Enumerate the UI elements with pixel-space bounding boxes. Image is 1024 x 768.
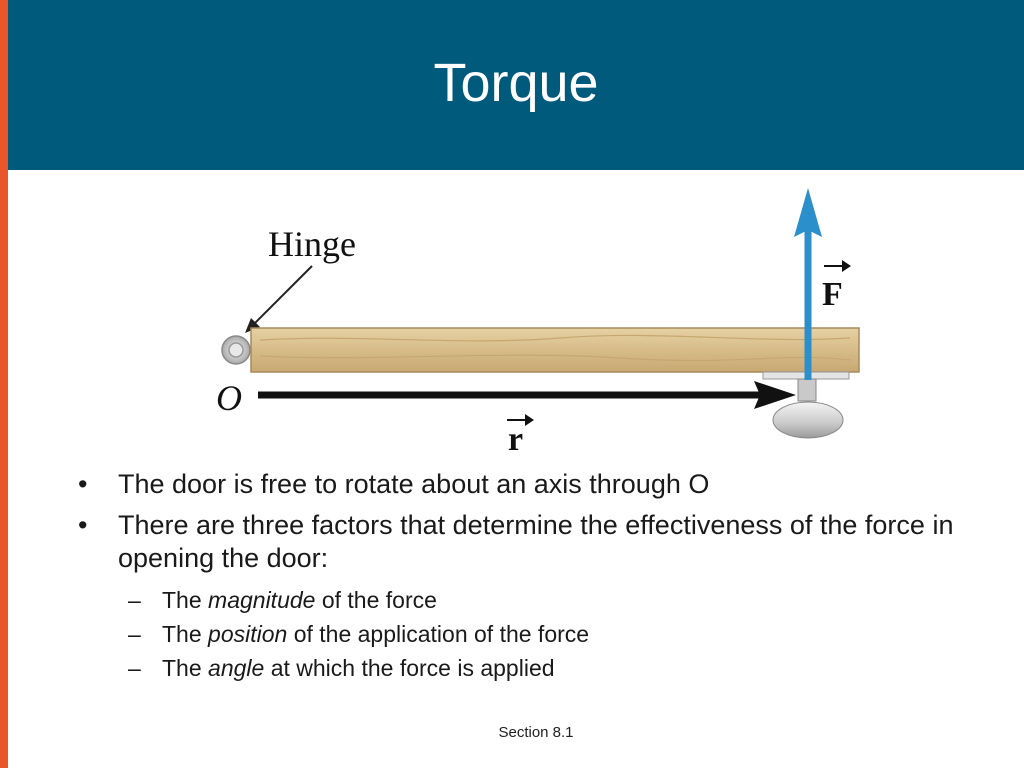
force-label: F: [822, 276, 843, 313]
left-accent-bar: [0, 0, 8, 768]
sub-bullet-text: of the force: [315, 587, 437, 613]
sub-bullet-text: The: [162, 621, 209, 647]
bullet-item: The door is free to rotate about an axis…: [78, 468, 998, 501]
slide-footer: Section 8.1: [498, 724, 574, 741]
sub-bullet-emphasis: angle: [208, 655, 265, 681]
door-grain: [259, 334, 851, 342]
origin-label: O: [216, 378, 242, 418]
bullet-list: The door is free to rotate about an axis…: [78, 468, 998, 685]
hinge-pin-icon: [228, 342, 244, 358]
hinge-pointer-arrowhead: [245, 318, 260, 333]
sub-bullet-item: The position of the application of the f…: [78, 617, 998, 651]
force-vector-arrow-tip: [842, 260, 851, 272]
hinge-pointer-line: [251, 265, 313, 327]
sub-bullet-text: The: [162, 587, 209, 613]
sub-bullet-emphasis: magnitude: [208, 587, 316, 613]
sub-bullet-text: at which the force is applied: [264, 655, 555, 681]
door-grain: [259, 354, 851, 362]
sub-bullet-emphasis: position: [208, 621, 288, 647]
door-knob-icon: [772, 401, 844, 439]
hinge-label: Hinge: [268, 224, 356, 264]
sub-bullet-item: The magnitude of the force: [78, 583, 998, 617]
sub-bullet-item: The angle at which the force is applied: [78, 651, 998, 685]
handle-stem: [797, 378, 817, 402]
door-board: [250, 327, 860, 373]
door-torque-diagram: Hinge O r F: [216, 188, 860, 455]
slide-title: Torque: [433, 53, 599, 113]
radius-vector-arrow-tip: [525, 414, 534, 426]
force-vector-arrowhead: [794, 188, 822, 237]
radius-label: r: [508, 421, 523, 455]
sub-bullet-text: of the application of the force: [287, 621, 590, 647]
title-bar: [8, 0, 1024, 170]
bullet-item: There are three factors that determine t…: [78, 509, 998, 575]
sub-bullet-text: The: [162, 655, 209, 681]
radius-vector-arrowhead: [754, 381, 796, 409]
